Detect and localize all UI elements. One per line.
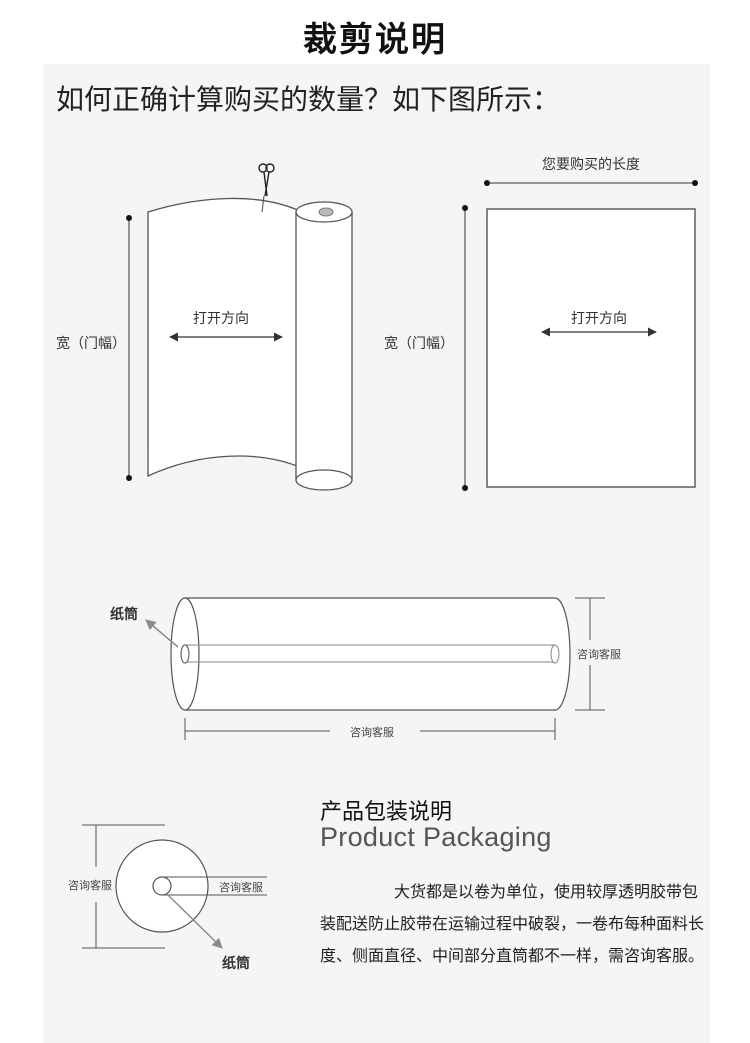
roll-body: [185, 597, 571, 711]
core-circle: [152, 876, 172, 896]
core-label-2: 纸筒: [222, 956, 250, 972]
packaging-title-zh: 产品包装说明: [320, 800, 453, 825]
core-diameter-label: 咨询客服: [219, 881, 263, 894]
width-label-2: 宽（门幅）: [384, 336, 454, 352]
core-label: 纸筒: [110, 607, 138, 623]
core-pointer-arrow: [145, 619, 179, 648]
length-label: 您要购买的长度: [542, 157, 640, 173]
packaging-description: 大货都是以卷为单位，使用较厚透明胶带包装配送防止胶带在运输过程中破裂，一卷布每种…: [320, 882, 705, 965]
question-heading: 如何正确计算购买的数量？如下图所示：: [56, 83, 561, 116]
fabric-roll: [295, 211, 353, 481]
page-title: 裁剪说明: [303, 20, 447, 60]
unrolled-fabric-diagram: [126, 163, 353, 491]
horizontal-roll-diagram: [145, 597, 605, 740]
core-pointer-arrow-2: [166, 893, 223, 949]
height-label: 咨询客服: [577, 648, 621, 661]
flat-sheet-diagram: [462, 180, 698, 491]
roll-length-label: 咨询客服: [350, 726, 394, 739]
roll-end-view-diagram: [82, 824, 267, 949]
width-label: 宽（门幅）: [56, 336, 126, 352]
scissors-icon: [258, 163, 275, 213]
direction-label-2: 打开方向: [571, 311, 627, 327]
direction-label: 打开方向: [193, 311, 249, 327]
packaging-title-en: Product Packaging: [320, 822, 552, 852]
fabric-flat-sheet: [486, 208, 696, 488]
diameter-label: 咨询客服: [68, 879, 112, 892]
